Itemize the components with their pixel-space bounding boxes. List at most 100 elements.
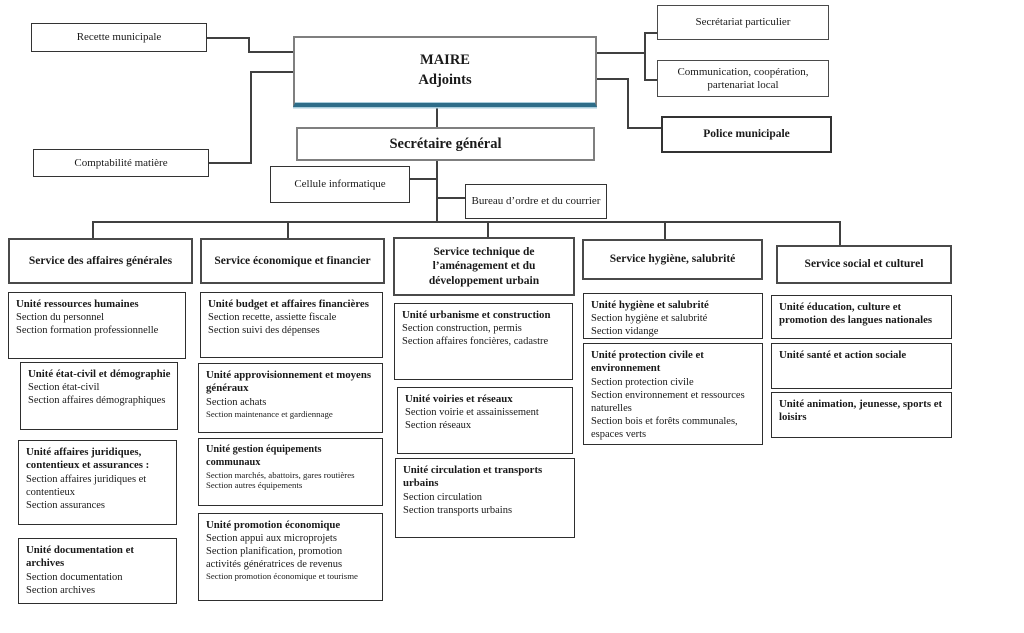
unit-voiries-reseaux: Unité voiries et réseaux Section voirie …	[397, 387, 573, 454]
adjoints-label: Adjoints	[418, 71, 472, 88]
unit-section: Section autres équipements	[206, 480, 303, 491]
unit-section: Section archives	[26, 584, 96, 596]
connector-stub-service4	[664, 221, 666, 239]
unit-section: Section promotion économique et tourisme	[206, 571, 358, 582]
connector-right-branch	[644, 32, 646, 81]
unit-title: Unité voiries et réseaux	[405, 393, 513, 405]
unit-section: Section voirie et assainissement	[405, 407, 539, 419]
unit-section: Section assurances	[26, 499, 106, 511]
unit-gestion-equipements: Unité gestion équipements communaux Sect…	[198, 438, 383, 506]
unit-section: Section affaires juridiques et contentie…	[26, 473, 147, 498]
unit-section: Section vidange	[591, 326, 659, 338]
unit-education-culture: Unité éducation, culture et promotion de…	[771, 295, 952, 339]
unit-section: Section environnement et ressources natu…	[591, 389, 745, 414]
unit-section: Section planification, promotion activit…	[206, 546, 343, 571]
box-secretariat-particulier: Secrétariat particulier	[657, 5, 829, 40]
box-recette-municipale: Recette municipale	[31, 23, 207, 52]
unit-section: Section bois et forêts communales, espac…	[591, 415, 738, 440]
connector-bureau	[437, 197, 466, 199]
connector-distribution	[92, 221, 841, 223]
unit-section: Section du personnel	[16, 312, 105, 324]
unit-etat-civil-demographie: Unité état-civil et démographie Section …	[20, 362, 178, 430]
cellule-informatique-label: Cellule informatique	[294, 178, 386, 191]
communication-label: Communication, coopération, partenariat …	[677, 65, 809, 91]
service-header-economique-financier: Service économique et financier	[200, 238, 385, 284]
unit-protection-civile-environnement: Unité protection civile et environnement…	[583, 343, 763, 445]
unit-section: Section construction, permis	[402, 323, 522, 335]
unit-title: Unité circulation et transports urbains	[403, 464, 543, 490]
service-title: Service technique de l’aménagement et du…	[428, 245, 540, 287]
unit-section: Section affaires foncières, cadastre	[402, 336, 549, 348]
recette-municipale-label: Recette municipale	[76, 31, 162, 44]
unit-documentation-archives: Unité documentation et archives Section …	[18, 538, 177, 604]
unit-affaires-juridiques: Unité affaires juridiques, contentieux e…	[18, 440, 177, 525]
box-secretaire-general: Secrétaire général	[296, 127, 595, 161]
unit-ressources-humaines: Unité ressources humaines Section du per…	[8, 292, 186, 359]
unit-title: Unité approvisionnement et moyens généra…	[206, 369, 372, 395]
unit-title: Unité documentation et archives	[26, 544, 134, 570]
connector-maire-right2	[596, 78, 629, 80]
maire-adjoints-label: MAIRE Adjoints	[418, 51, 471, 90]
unit-section: Section transports urbains	[403, 504, 513, 516]
connector-stub-service2	[287, 221, 289, 239]
maire-label: MAIRE	[420, 51, 470, 68]
unit-title: Unité protection civile et environnement	[591, 349, 704, 375]
connector-recette-into-maire	[248, 51, 294, 53]
service-title: Service économique et financier	[214, 254, 371, 267]
connector-stub-service1	[92, 221, 94, 239]
unit-title: Unité promotion économique	[206, 519, 341, 531]
unit-title: Unité budget et affaires financières	[208, 298, 369, 310]
unit-section: Section hygiène et salubrité	[591, 313, 708, 325]
box-cellule-informatique: Cellule informatique	[270, 166, 410, 203]
bureau-ordre-label: Bureau d’ordre et du courrier	[471, 195, 601, 208]
unit-sante-action-sociale: Unité santé et action sociale	[771, 343, 952, 389]
connector-recette	[206, 37, 250, 39]
unit-section: Section circulation	[403, 491, 483, 503]
service-header-social-culturel: Service social et culturel	[776, 245, 952, 284]
unit-hygiene-salubrite: Unité hygiène et salubrité Section hygiè…	[583, 293, 763, 339]
unit-section: Section suivi des dépenses	[208, 325, 320, 337]
connector-stub-service5	[839, 221, 841, 246]
connector-stub-service3	[487, 221, 489, 238]
connector-police-step	[627, 78, 629, 129]
unit-section: Section réseaux	[405, 420, 472, 432]
service-title: Service des affaires générales	[28, 254, 173, 267]
connector-cellule	[410, 178, 437, 180]
unit-title: Unité hygiène et salubrité	[591, 299, 709, 311]
unit-title: Unité ressources humaines	[16, 298, 139, 310]
unit-section: Section recette, assiette fiscale	[208, 312, 337, 324]
service-title: Service hygiène, salubrité	[609, 253, 736, 266]
unit-title: Unité santé et action sociale	[779, 349, 907, 361]
unit-section: Section formation professionnelle	[16, 325, 159, 337]
connector-comptabilite	[208, 162, 252, 164]
box-communication: Communication, coopération, partenariat …	[657, 60, 829, 97]
unit-title: Unité état-civil et démographie	[28, 368, 171, 380]
connector-sg-down	[436, 160, 438, 223]
unit-animation-jeunesse-sports: Unité animation, jeunesse, sports et loi…	[771, 392, 952, 438]
unit-title: Unité animation, jeunesse, sports et loi…	[779, 398, 943, 424]
unit-circulation-transports: Unité circulation et transports urbains …	[395, 458, 575, 538]
box-maire-adjoints: MAIRE Adjoints	[293, 36, 597, 107]
secretariat-particulier-label: Secrétariat particulier	[695, 16, 791, 29]
connector-to-communication	[644, 79, 658, 81]
unit-approvisionnement-moyens: Unité approvisionnement et moyens généra…	[198, 363, 383, 433]
unit-section: Section état-civil	[28, 382, 100, 394]
service-title: Service social et culturel	[804, 258, 924, 271]
unit-title: Unité urbanisme et construction	[402, 309, 551, 321]
connector-maire-right1	[596, 52, 646, 54]
service-header-technique-urbain: Service technique de l’aménagement et du…	[393, 237, 575, 296]
connector-comptabilite-into-maire	[250, 71, 294, 73]
connector-to-secretariat	[644, 32, 658, 34]
unit-budget-affaires-financieres: Unité budget et affaires financières Sec…	[200, 292, 383, 358]
police-municipale-label: Police municipale	[703, 127, 790, 140]
unit-section: Section documentation	[26, 571, 123, 583]
secretaire-general-label: Secrétaire général	[389, 135, 502, 152]
unit-title: Unité affaires juridiques, contentieux e…	[26, 446, 150, 472]
unit-promotion-economique: Unité promotion économique Section appui…	[198, 513, 383, 601]
service-header-affaires-generales: Service des affaires générales	[8, 238, 193, 284]
connector-to-police	[627, 127, 662, 129]
unit-section: Section protection civile	[591, 376, 694, 388]
unit-section: Section achats	[206, 396, 267, 408]
comptabilite-matiere-label: Comptabilité matière	[74, 156, 168, 169]
